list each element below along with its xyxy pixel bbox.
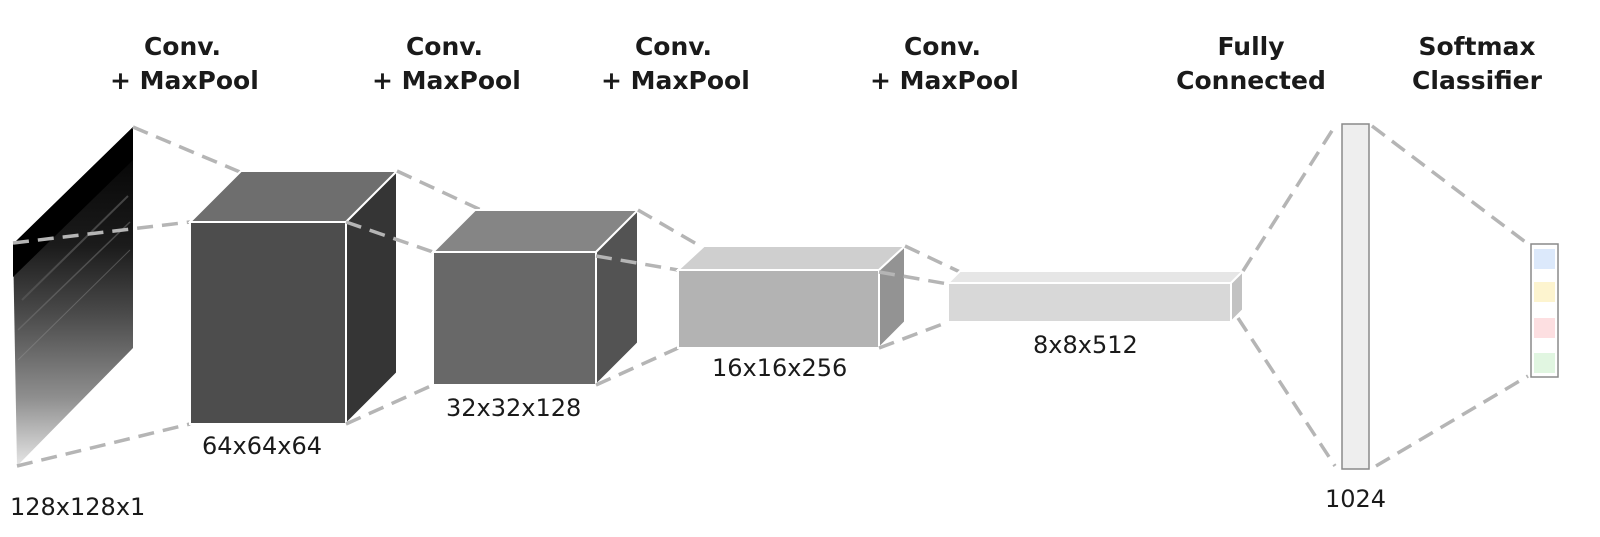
feature-map-block-1 [187, 168, 400, 427]
layer-heading-softmax: Softmax Classifier [1410, 30, 1544, 98]
connector-lines-block2-block3 [595, 208, 701, 387]
layer-heading-conv-2: Conv. + MaxPool [372, 30, 521, 98]
feature-map-block-2 [430, 207, 641, 388]
feature-map-block-3 [675, 243, 908, 351]
layer-heading-fully-connected: Fully Connected [1174, 30, 1328, 98]
input-spectrogram-image [13, 127, 133, 466]
connector-lines-block4-fc [1236, 125, 1337, 467]
feature-map-block-4 [945, 268, 1246, 325]
fully-connected-vector [1341, 123, 1370, 470]
connector-lines-fc-softmax [1370, 124, 1530, 468]
block1-shape-label: 64x64x64 [202, 432, 323, 460]
softmax-output-vector [1530, 243, 1559, 378]
layer-heading-line1: Conv. [143, 32, 222, 61]
layer-heading-line2: + MaxPool [372, 66, 521, 95]
block3-shape-label: 16x16x256 [712, 354, 848, 382]
layer-heading-line1: Conv. [634, 32, 713, 61]
connector-lines-input-block1 [12, 125, 241, 468]
input-shape-label: 128x128x1 [10, 493, 146, 521]
softmax-class-3 [1534, 318, 1555, 338]
layer-heading-conv-3: Conv. + MaxPool [601, 30, 750, 98]
layer-heading-line1: Conv. [903, 32, 982, 61]
layer-heading-line2: Connected [1176, 66, 1326, 95]
softmax-class-1 [1534, 249, 1555, 269]
fc-shape-label: 1024 [1325, 485, 1387, 513]
block2-shape-label: 32x32x128 [446, 394, 582, 422]
connector-lines-block3-block4 [878, 244, 961, 350]
layer-heading-line2: + MaxPool [601, 66, 750, 95]
layer-heading-line2: Classifier [1412, 66, 1542, 95]
layer-heading-conv-4: Conv. + MaxPool [870, 30, 1019, 98]
layer-heading-conv-1: Conv. + MaxPool [110, 30, 259, 98]
layer-heading-line1: Fully [1217, 32, 1285, 61]
layer-heading-line1: Softmax [1418, 32, 1536, 61]
softmax-class-4 [1534, 353, 1555, 373]
layer-heading-line2: + MaxPool [870, 66, 1019, 95]
block4-shape-label: 8x8x512 [1033, 331, 1138, 359]
layer-heading-line1: Conv. [405, 32, 484, 61]
softmax-class-2 [1534, 282, 1555, 302]
connector-lines-block1-block2 [345, 169, 482, 426]
layer-heading-line2: + MaxPool [110, 66, 259, 95]
